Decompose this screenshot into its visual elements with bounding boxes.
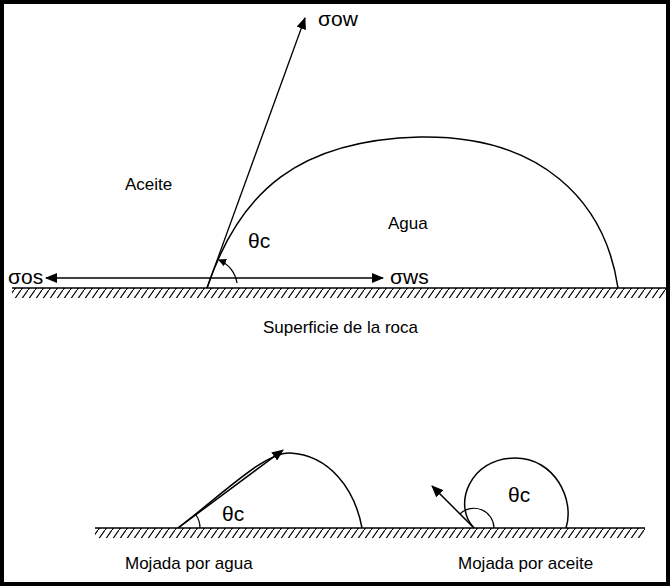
phase-label: Aceite — [125, 175, 172, 195]
caption-label: Mojada por aceite — [458, 554, 593, 574]
stress-label: σos — [8, 264, 43, 289]
angle-label: θc — [222, 501, 244, 526]
caption-label: Mojada por agua — [125, 554, 253, 574]
angle-label: θc — [508, 482, 530, 507]
stress-label: σow — [318, 6, 358, 31]
phase-label: Agua — [388, 214, 428, 234]
angle-label: θc — [248, 228, 270, 253]
stress-label: σws — [390, 264, 429, 289]
surface-label: Superficie de la roca — [263, 318, 418, 338]
